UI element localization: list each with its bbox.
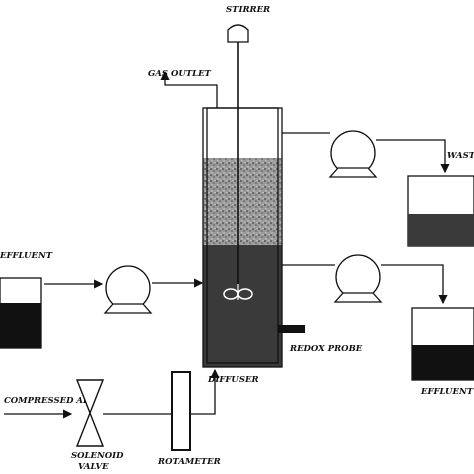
redox-probe-body bbox=[278, 325, 305, 333]
effluent-line: EFFLUENT bbox=[282, 254, 474, 397]
redox-probe-label: REDOX PROBE bbox=[289, 344, 363, 354]
impeller-icon bbox=[223, 284, 253, 300]
compressed-air-label: COMPRESSED AIR bbox=[4, 396, 94, 406]
rotameter-label: ROTAMETER bbox=[157, 457, 221, 467]
solenoid-valve-icon bbox=[75, 379, 105, 447]
influent-tank-liquid bbox=[0, 303, 41, 348]
gas-outlet-label: GAS OUTLET bbox=[148, 69, 212, 79]
reactor-inner-wall bbox=[206, 107, 279, 364]
reactor bbox=[202, 107, 283, 368]
stirrer: STIRRER bbox=[223, 5, 270, 300]
influent-label: EFFLUENT bbox=[0, 251, 53, 261]
effluent-label: EFFLUENT bbox=[420, 387, 474, 397]
stirrer-motor-icon bbox=[227, 24, 249, 43]
waste-label: WAST bbox=[447, 151, 474, 161]
effluent-tank-liquid bbox=[412, 345, 474, 380]
stirrer-label: STIRRER bbox=[226, 5, 270, 15]
redox-probe: REDOX PROBE bbox=[278, 325, 363, 354]
gas-outlet: GAS OUTLET bbox=[148, 69, 218, 108]
diffuser-label: DIFFUSER bbox=[207, 375, 259, 385]
waste-line: WAST bbox=[282, 130, 474, 247]
reactor-sludge bbox=[203, 245, 282, 367]
waste-tank-liquid bbox=[408, 214, 474, 246]
solenoid-valve-label-1: SOLENOID bbox=[71, 451, 124, 461]
rotameter-icon bbox=[171, 371, 191, 451]
air-supply: COMPRESSED AIR SOLENOID VALVE ROTAMETER … bbox=[4, 368, 259, 472]
reactor-foam-layer bbox=[203, 158, 282, 245]
influent-line: EFFLUENT bbox=[0, 251, 204, 349]
solenoid-valve-label-2: VALVE bbox=[78, 462, 109, 472]
